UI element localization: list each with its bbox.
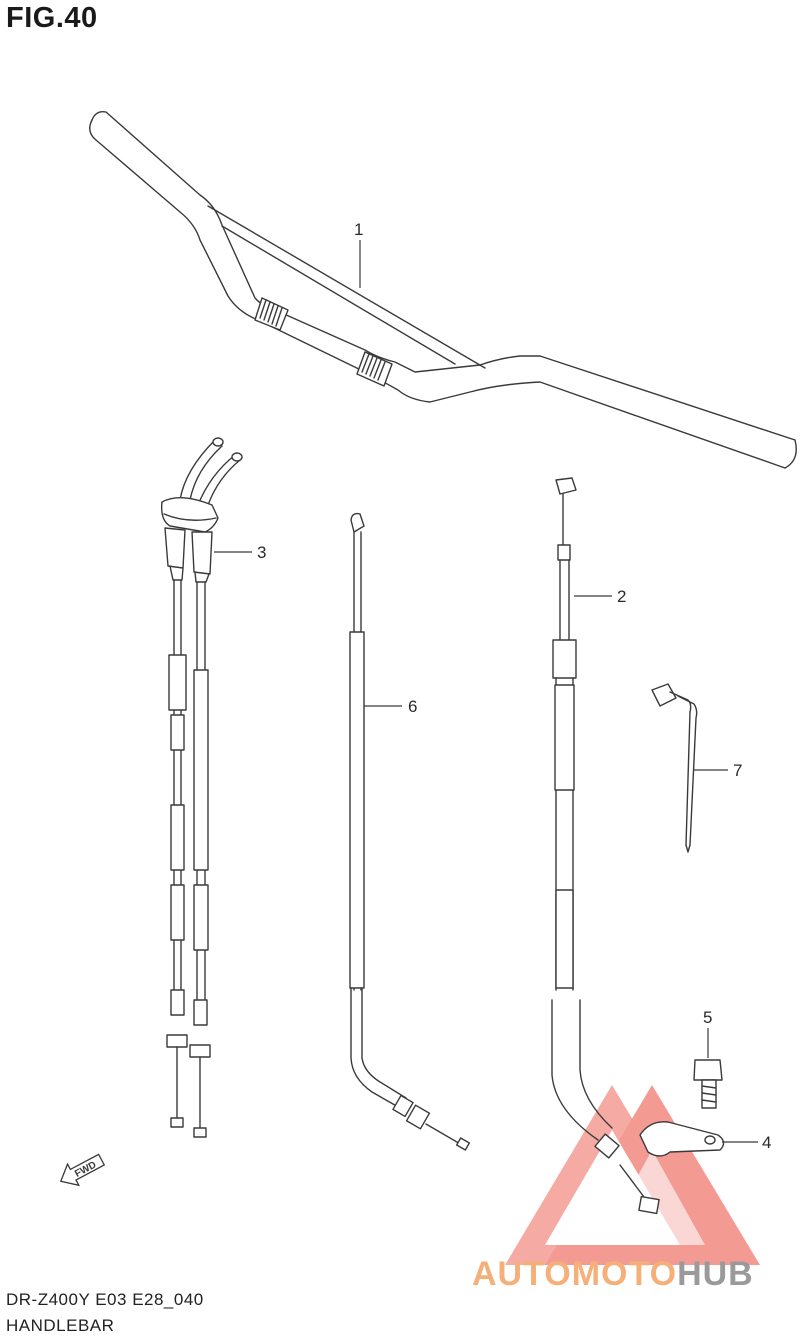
bolt-part-5 bbox=[693, 1059, 723, 1109]
callout-2: 2 bbox=[617, 587, 626, 606]
fwd-label: FWD bbox=[73, 1160, 98, 1180]
callout-1: 1 bbox=[354, 220, 363, 239]
callout-5: 5 bbox=[703, 1008, 712, 1027]
part-name: HANDLEBAR bbox=[6, 1316, 115, 1335]
callout-6: 6 bbox=[408, 697, 417, 716]
watermark-text-a: AUTOMOTO bbox=[472, 1255, 678, 1293]
clamp-part-4 bbox=[639, 1121, 725, 1157]
cable-part-6 bbox=[349, 512, 471, 1151]
callout-7: 7 bbox=[733, 761, 742, 780]
figure-title: FIG.40 bbox=[6, 2, 98, 34]
rod-part-7 bbox=[651, 683, 698, 853]
watermark-text-b: HUB bbox=[677, 1255, 754, 1293]
handlebar-part-1 bbox=[89, 110, 797, 469]
callout-3: 3 bbox=[257, 543, 266, 562]
watermark-logo bbox=[505, 1085, 760, 1265]
model-code: DR-Z400Y E03 E28_040 bbox=[6, 1290, 204, 1309]
clutch-cable-part-2 bbox=[551, 477, 660, 1215]
callout-4: 4 bbox=[762, 1133, 771, 1152]
fwd-arrow-icon: FWD bbox=[59, 1153, 106, 1187]
throttle-cable-part-3 bbox=[160, 437, 243, 1138]
watermark-text: AUTOMOTOHUB bbox=[472, 1255, 754, 1294]
